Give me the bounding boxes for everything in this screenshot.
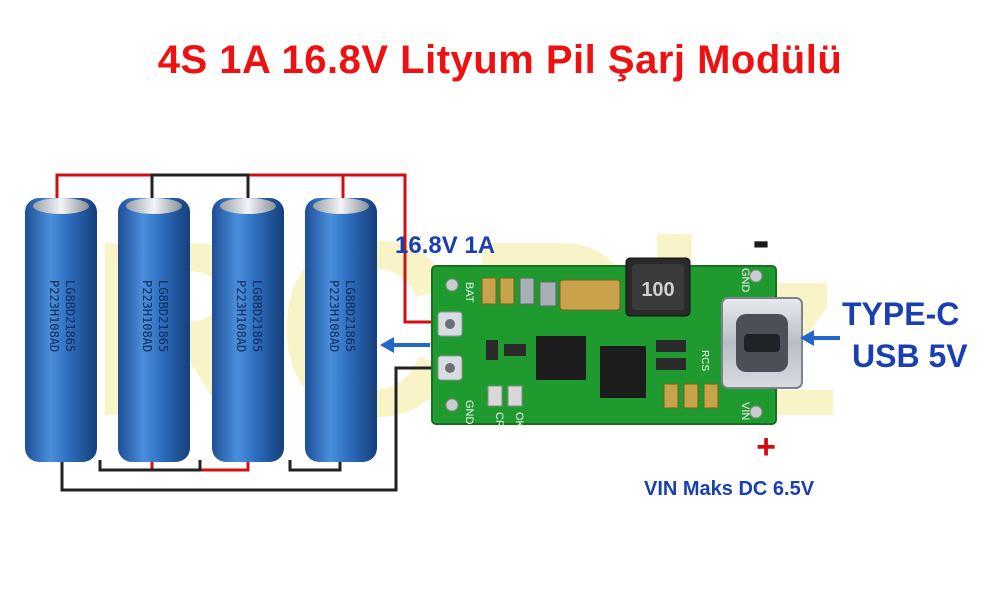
cell-print-4b: P223H108AD [327, 280, 341, 352]
silk-vin: VIN [739, 402, 751, 420]
wire-black-bottom [60, 366, 442, 492]
cell-print-3b: P223H108AD [234, 280, 248, 352]
cell-print-2b: P223H108AD [140, 280, 154, 352]
output-label: 16.8V 1A [395, 232, 496, 259]
type-c-label: TYPE-C [842, 296, 960, 332]
cell-print-2: LG8BD21865 [156, 280, 170, 352]
page-title: 4S 1A 16.8V Lityum Pil Şarj Modülü [157, 38, 843, 82]
charger-board: BAT GND 100 CR OK RCS GND VIN [431, 257, 803, 429]
silk-ok: OK [513, 412, 525, 429]
usb-label: USB 5V [852, 338, 968, 374]
usb-type-c-port[interactable] [721, 297, 803, 389]
silk-cr: CR [493, 412, 505, 428]
silk-rcs: RCS [699, 350, 710, 371]
silk-gnd-left: GND [463, 400, 475, 425]
silk-bat: BAT [463, 282, 475, 303]
cell-print-1b: P223H108AD [47, 280, 61, 352]
minus-sign: - [752, 212, 769, 270]
cell-print-4: LG8BD21865 [343, 280, 357, 352]
ic-chip-2 [600, 346, 646, 398]
silk-gnd-right: GND [739, 268, 751, 293]
battery-cell-1: LG8BD21865 P223H108AD [25, 198, 97, 462]
inductor-label: 100 [641, 279, 674, 301]
cell-print-3: LG8BD21865 [250, 280, 264, 352]
battery-cell-2: LG8BD21865 P223H108AD [118, 198, 190, 462]
plus-sign: + [756, 428, 776, 466]
battery-cell-3: LG8BD21865 P223H108AD [212, 198, 284, 462]
arrow-usb-icon [800, 330, 840, 346]
vin-label: VIN Maks DC 6.5V [644, 478, 815, 500]
wire-black-top [150, 173, 250, 205]
ic-chip-1 [536, 336, 586, 380]
cell-print-1: LG8BD21865 [63, 280, 77, 352]
arrow-left-icon [380, 337, 430, 353]
battery-cell-4: LG8BD21865 P223H108AD [305, 198, 377, 462]
